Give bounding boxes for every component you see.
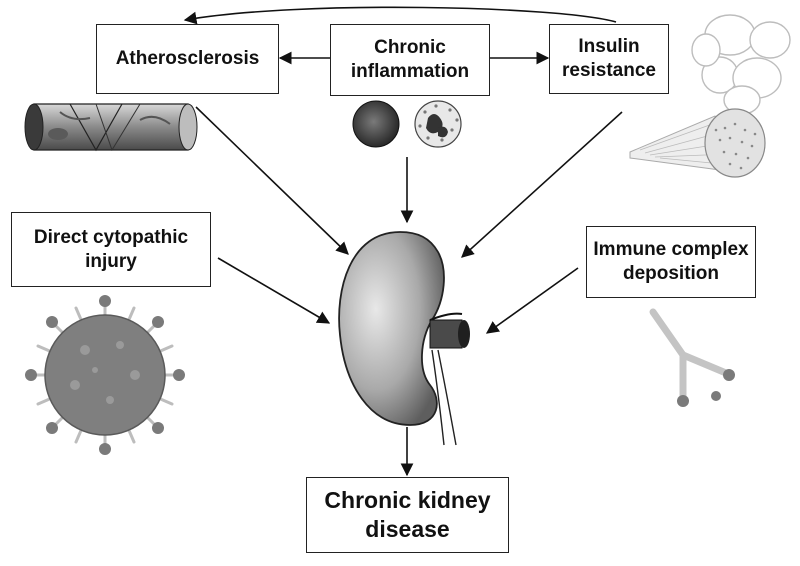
node-immune-complex-deposition: Immune complex deposition	[586, 226, 756, 298]
node-direct-cytopathic-injury: Direct cytopathic injury	[11, 212, 211, 287]
node-immune-complex-deposition-label: Immune complex deposition	[593, 239, 749, 284]
arrow-atherosclerosis-to-kidney	[195, 106, 349, 255]
node-chronic-kidney-disease-label: Chronic kidney disease	[324, 487, 491, 542]
node-atherosclerosis-label: Atherosclerosis	[115, 48, 260, 70]
node-direct-cytopathic-injury-label: Direct cytopathic injury	[33, 226, 189, 272]
node-atherosclerosis: Atherosclerosis	[96, 24, 279, 94]
muscle-fiber-icon	[629, 108, 766, 178]
node-chronic-inflammation: Chronic inflammation	[330, 24, 490, 96]
blood-vessel-icon	[24, 103, 198, 152]
node-chronic-kidney-disease: Chronic kidney disease	[306, 477, 509, 553]
kidney-icon	[338, 231, 470, 446]
arrow-cytopathic-to-kidney	[217, 257, 331, 324]
fat-cells-icon	[691, 14, 791, 115]
arrow-insulin-to-atherosclerosis	[183, 6, 617, 25]
antigen-dots	[677, 369, 735, 407]
arrow-insulin-to-kidney	[461, 111, 623, 258]
arrow-immune-to-kidney	[485, 267, 579, 334]
blood-cells-icon	[352, 100, 462, 148]
node-insulin-resistance-label: Insulin resistance	[561, 36, 656, 81]
node-chronic-inflammation-label: Chronic inflammation	[350, 37, 470, 82]
node-insulin-resistance: Insulin resistance	[549, 24, 669, 94]
virus-icon	[25, 295, 185, 455]
arrows	[183, 6, 623, 477]
antibody-icon	[649, 308, 730, 402]
